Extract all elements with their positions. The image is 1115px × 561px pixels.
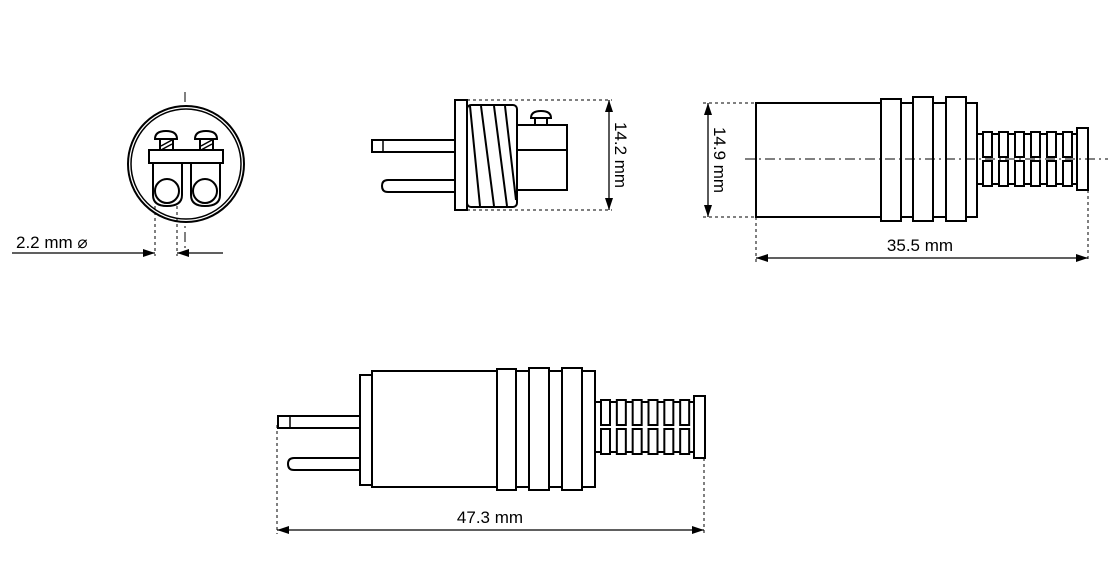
tail-rib: [998, 160, 1009, 187]
pin-diameter-label: 2.2 mm ⌀: [16, 233, 88, 252]
tail-rib: [1014, 131, 1025, 158]
tail-rib: [998, 131, 1009, 158]
spiral-threads: [469, 105, 517, 207]
lug-left: [152, 162, 183, 208]
screw-right: [193, 129, 219, 151]
tail-rib: [631, 428, 643, 455]
tail-rib: [1046, 160, 1057, 187]
tail-rib: [679, 399, 691, 426]
pin-upper: [371, 139, 457, 153]
tail-rib: [1030, 160, 1041, 187]
grip-ring: [528, 367, 550, 491]
total-length-label: 47.3 mm: [457, 508, 523, 527]
tail-rib: [631, 399, 643, 426]
tail-rib: [663, 428, 675, 455]
tail-rib: [663, 399, 675, 426]
tail-rib: [1014, 160, 1025, 187]
body-shell: [755, 102, 978, 218]
hole-left: [154, 178, 180, 204]
tail-rib: [1030, 131, 1041, 158]
lug-right: [190, 162, 221, 208]
full-view: 47.3 mm: [276, 367, 706, 534]
side-view: 14.2 mm: [371, 99, 630, 211]
tail-rib: [615, 399, 627, 426]
strain-relief: [594, 395, 706, 459]
tail-rib: [647, 399, 659, 426]
tail-rib: [1062, 131, 1073, 158]
tail-rib: [982, 160, 993, 187]
terminal-block: [148, 149, 224, 164]
grip-ring: [561, 367, 583, 491]
tail-rib: [1046, 131, 1057, 158]
body-view: 14.9 mm 35.5 mm: [703, 96, 1108, 262]
tail-rib: [600, 399, 611, 426]
tail-rib: [679, 428, 691, 455]
flange: [359, 374, 373, 486]
body-shell: [371, 370, 596, 488]
tail-rib: [982, 131, 993, 158]
terminal-box: [515, 124, 568, 191]
flange: [454, 99, 468, 211]
tail-rib: [647, 428, 659, 455]
grip-ring: [496, 368, 517, 491]
tail-rib: [1062, 160, 1073, 187]
body-length-label: 35.5 mm: [887, 236, 953, 255]
body-diameter-label: 14.9 mm: [710, 127, 729, 193]
hole-right: [192, 178, 218, 204]
tail-rib: [600, 428, 611, 455]
height-label: 14.2 mm: [611, 122, 630, 188]
pin-lower: [286, 457, 362, 471]
tail-rib: [615, 428, 627, 455]
pin-lower: [380, 179, 456, 193]
front-view: 2.2 mm ⌀: [12, 92, 245, 257]
grip-ring: [880, 98, 902, 222]
tail-end-cap: [693, 395, 706, 459]
screw-head: [529, 109, 553, 119]
screw-left: [153, 129, 179, 151]
